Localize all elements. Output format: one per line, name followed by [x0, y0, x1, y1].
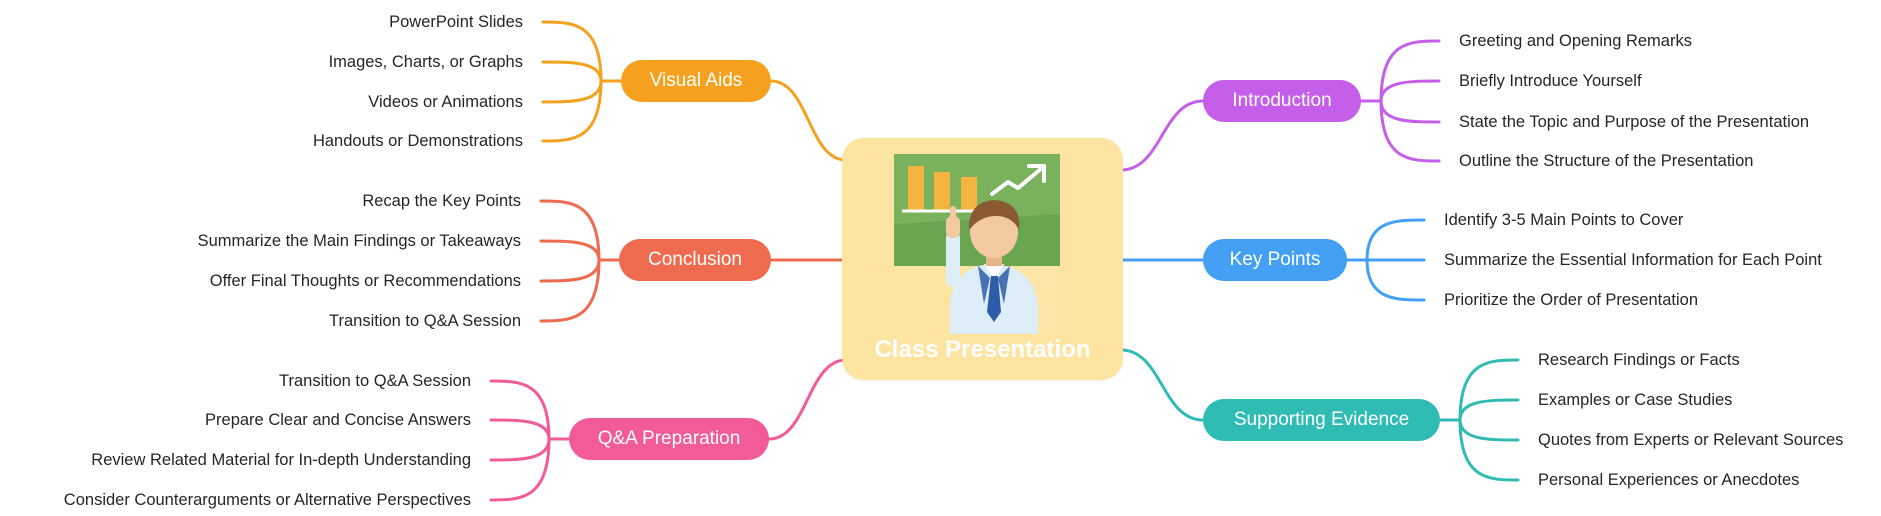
connector-key-points-leaf-2: [1345, 258, 1426, 302]
connector-conclusion-leaf-2: [539, 258, 621, 283]
connector-qa-preparation-leaf-0: [489, 379, 571, 441]
leaf-conclusion-1[interactable]: Summarize the Main Findings or Takeaways: [197, 232, 521, 250]
branch-conclusion[interactable]: Conclusion: [619, 239, 771, 281]
connector-introduction-leaf-2: [1359, 99, 1441, 124]
branch-supporting-evidence[interactable]: Supporting Evidence: [1203, 399, 1440, 441]
leaf-conclusion-2[interactable]: Offer Final Thoughts or Recommendations: [209, 272, 521, 290]
teacher-at-chalkboard-icon: [894, 154, 1060, 334]
connector-supporting-evidence-leaf-0: [1438, 358, 1520, 422]
connector-key-points-leaf-0: [1345, 218, 1426, 262]
leaf-visual-aids-3[interactable]: Handouts or Demonstrations: [312, 132, 523, 150]
leaf-qa-preparation-0[interactable]: Transition to Q&A Session: [279, 372, 471, 390]
leaf-introduction-1[interactable]: Briefly Introduce Yourself: [1459, 72, 1642, 90]
branch-visual-aids[interactable]: Visual Aids: [621, 60, 771, 102]
leaf-supporting-evidence-0[interactable]: Research Findings or Facts: [1538, 351, 1740, 369]
leaf-conclusion-3[interactable]: Transition to Q&A Session: [329, 312, 521, 330]
connector-supporting-evidence-leaf-1: [1438, 398, 1520, 422]
branch-introduction[interactable]: Introduction: [1203, 80, 1361, 122]
leaf-key-points-2[interactable]: Prioritize the Order of Presentation: [1444, 291, 1699, 309]
branch-key-points[interactable]: Key Points: [1203, 239, 1347, 281]
connector-supporting-evidence-leaf-2: [1438, 418, 1520, 442]
leaf-visual-aids-1[interactable]: Images, Charts, or Graphs: [328, 53, 523, 71]
connector-introduction-leaf-1: [1359, 79, 1441, 103]
leaf-visual-aids-0[interactable]: PowerPoint Slides: [389, 13, 523, 31]
connector-qa-preparation-leaf-3: [489, 437, 571, 502]
connector-qa-preparation-leaf-1: [489, 418, 571, 441]
connector-visual-aids-leaf-2: [541, 79, 623, 104]
leaf-key-points-0[interactable]: Identify 3-5 Main Points to Cover: [1444, 211, 1684, 229]
leaf-qa-preparation-1[interactable]: Prepare Clear and Concise Answers: [205, 411, 471, 429]
leaf-introduction-3[interactable]: Outline the Structure of the Presentatio…: [1459, 152, 1754, 170]
leaf-qa-preparation-3[interactable]: Consider Counterarguments or Alternative…: [63, 491, 471, 509]
connector-center-visual-aids: [769, 79, 848, 162]
leaf-supporting-evidence-2[interactable]: Quotes from Experts or Relevant Sources: [1538, 431, 1844, 449]
connector-qa-preparation-leaf-2: [489, 437, 571, 462]
connector-visual-aids-leaf-3: [541, 79, 623, 143]
connector-conclusion-leaf-1: [539, 239, 621, 262]
leaf-introduction-2[interactable]: State the Topic and Purpose of the Prese…: [1459, 113, 1810, 131]
connector-introduction-leaf-3: [1359, 99, 1441, 163]
connector-visual-aids-leaf-1: [541, 60, 623, 83]
leaf-supporting-evidence-1[interactable]: Examples or Case Studies: [1538, 391, 1733, 409]
leaf-conclusion-0[interactable]: Recap the Key Points: [362, 192, 521, 210]
connector-center-qa-preparation: [767, 358, 848, 441]
connector-center-introduction: [1119, 99, 1205, 172]
leaf-introduction-0[interactable]: Greeting and Opening Remarks: [1459, 32, 1692, 50]
central-topic-node[interactable]: Class Presentation: [842, 138, 1123, 380]
branch-qa-preparation[interactable]: Q&A Preparation: [569, 418, 769, 460]
connector-conclusion-leaf-0: [539, 199, 621, 262]
central-topic-title: Class Presentation: [874, 336, 1091, 363]
leaf-supporting-evidence-3[interactable]: Personal Experiences or Anecdotes: [1538, 471, 1800, 489]
connector-visual-aids-leaf-0: [541, 20, 623, 83]
connector-introduction-leaf-0: [1359, 39, 1441, 103]
connector-supporting-evidence-leaf-3: [1438, 418, 1520, 482]
leaf-visual-aids-2[interactable]: Videos or Animations: [368, 93, 523, 111]
leaf-qa-preparation-2[interactable]: Review Related Material for In-depth Und…: [91, 451, 471, 469]
connector-center-supporting-evidence: [1119, 348, 1205, 422]
leaf-key-points-1[interactable]: Summarize the Essential Information for …: [1444, 251, 1822, 269]
connector-conclusion-leaf-3: [539, 258, 621, 323]
